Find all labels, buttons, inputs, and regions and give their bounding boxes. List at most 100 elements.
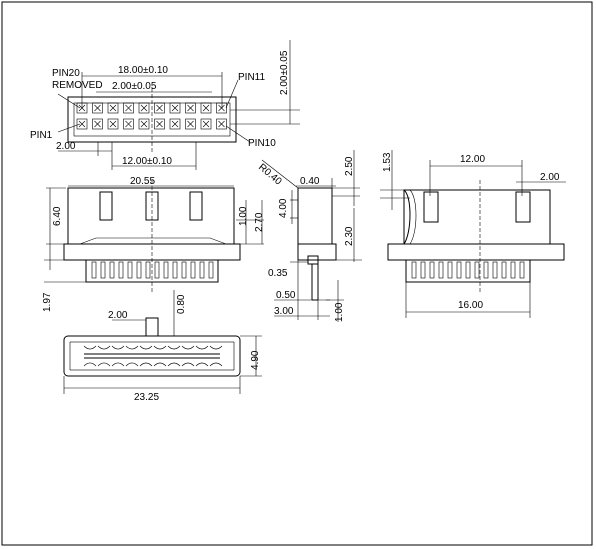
dim-width-text: 20.55 [130, 176, 155, 187]
pin-tine [208, 261, 214, 279]
right-latch [515, 191, 531, 223]
pin-cell [92, 102, 103, 114]
leader-r040 [261, 159, 299, 189]
dim-row-spacing-text: 2.00±0.05 [279, 50, 290, 95]
pin-square [76, 118, 88, 130]
pin-tine [429, 261, 435, 279]
pin-mark [94, 104, 101, 112]
pin-mark [156, 104, 163, 112]
dim-3-00-text: 3.00 [274, 306, 294, 317]
pin10-label: PIN10 [248, 138, 276, 149]
dim-bottom-height-text: 4.90 [250, 350, 261, 370]
dim-bottom-width-text: 23.25 [134, 392, 159, 403]
dim-r040-text: R0.40 [256, 162, 284, 188]
pin-cell [185, 118, 196, 130]
dim-0-40-text: 0.40 [300, 176, 320, 187]
pin-mark [202, 104, 210, 112]
dim-pitch-text: 2.00±0.05 [112, 81, 157, 92]
pin-mark [109, 120, 117, 128]
pin-square [200, 118, 212, 130]
pin-square [107, 102, 119, 114]
pin-cell [123, 102, 134, 114]
scallop [83, 362, 97, 367]
pin-cell [138, 102, 150, 114]
pin-cell [154, 118, 165, 130]
dim-1-53-text: 1.53 [382, 152, 393, 172]
dim-12-00-text: 12.00 [460, 154, 485, 165]
pin-tine [483, 261, 489, 279]
right-pin-block [405, 259, 531, 283]
front-body [67, 187, 235, 245]
bottom-view: 2.00 0.80 23.25 4.90 [63, 290, 262, 403]
front-step [79, 237, 227, 245]
scallop [167, 362, 181, 367]
pin-tine [127, 261, 133, 279]
pin-mark [218, 104, 225, 112]
dim-2-00-text: 2.00 [108, 310, 128, 321]
pin-cell [185, 102, 196, 114]
pin-tine [145, 261, 151, 279]
scallop [209, 345, 223, 350]
pin-cell [169, 102, 181, 114]
pin-mark [78, 120, 86, 128]
pin-mark [140, 104, 148, 112]
right-curve [403, 189, 411, 245]
pin-tine [91, 261, 97, 279]
pin-tine [492, 261, 498, 279]
pin-tine [109, 261, 115, 279]
pin-mark [171, 120, 179, 128]
pin-square [92, 102, 103, 114]
leader-pin1 [57, 123, 81, 133]
pin-tine [172, 261, 178, 279]
latch [99, 191, 113, 221]
pin-cell [92, 118, 103, 130]
pin-tine [420, 261, 426, 279]
pin-square [123, 102, 134, 114]
pin-square [216, 118, 227, 130]
dim-overall-text: 18.00±0.10 [118, 65, 168, 76]
right-pins [411, 261, 525, 279]
pin-mark [218, 120, 225, 128]
pin-tine [519, 261, 525, 279]
dim-height-text: 6.40 [52, 206, 63, 226]
pin-square [154, 118, 165, 130]
pin-cell [107, 102, 119, 114]
right-flange [387, 243, 565, 261]
pin-tine [447, 261, 453, 279]
dim-0-50-text: 0.50 [276, 290, 296, 301]
dim-0-35-text: 0.35 [268, 268, 288, 279]
pin1-label: PIN1 [30, 130, 53, 141]
pin20-label: PIN20 [52, 68, 80, 79]
pin-mark [140, 120, 148, 128]
pin-square [169, 118, 181, 130]
pin-mark [94, 120, 101, 128]
dim-1-00-side-text: 1.00 [334, 302, 345, 322]
pin-square [92, 118, 103, 130]
pin-tine [190, 261, 196, 279]
bottom-inner [69, 341, 235, 371]
pin-tine [100, 261, 106, 279]
pin-mark [125, 120, 132, 128]
dim-16-00-text: 16.00 [458, 300, 483, 311]
scallop [111, 362, 125, 367]
pin-tine [474, 261, 480, 279]
dim-2-30-text: 2.30 [344, 226, 355, 246]
leader-pin10 [225, 125, 251, 143]
pin-mark [156, 120, 163, 128]
pin-grid [76, 102, 227, 130]
dim-1-97-text: 1.97 [42, 292, 53, 312]
pin-tine [438, 261, 444, 279]
scallop [83, 345, 97, 350]
pin-cell [216, 102, 227, 114]
scallop [139, 345, 153, 350]
pin-tine [199, 261, 205, 279]
pin-cell [107, 118, 119, 130]
pin-tine [181, 261, 187, 279]
pin-tine [136, 261, 142, 279]
front-pins [91, 261, 214, 279]
removed-label: REMOVED [52, 80, 103, 91]
pin-square [107, 118, 119, 130]
scallop [181, 345, 195, 350]
pin-cell [200, 102, 212, 114]
